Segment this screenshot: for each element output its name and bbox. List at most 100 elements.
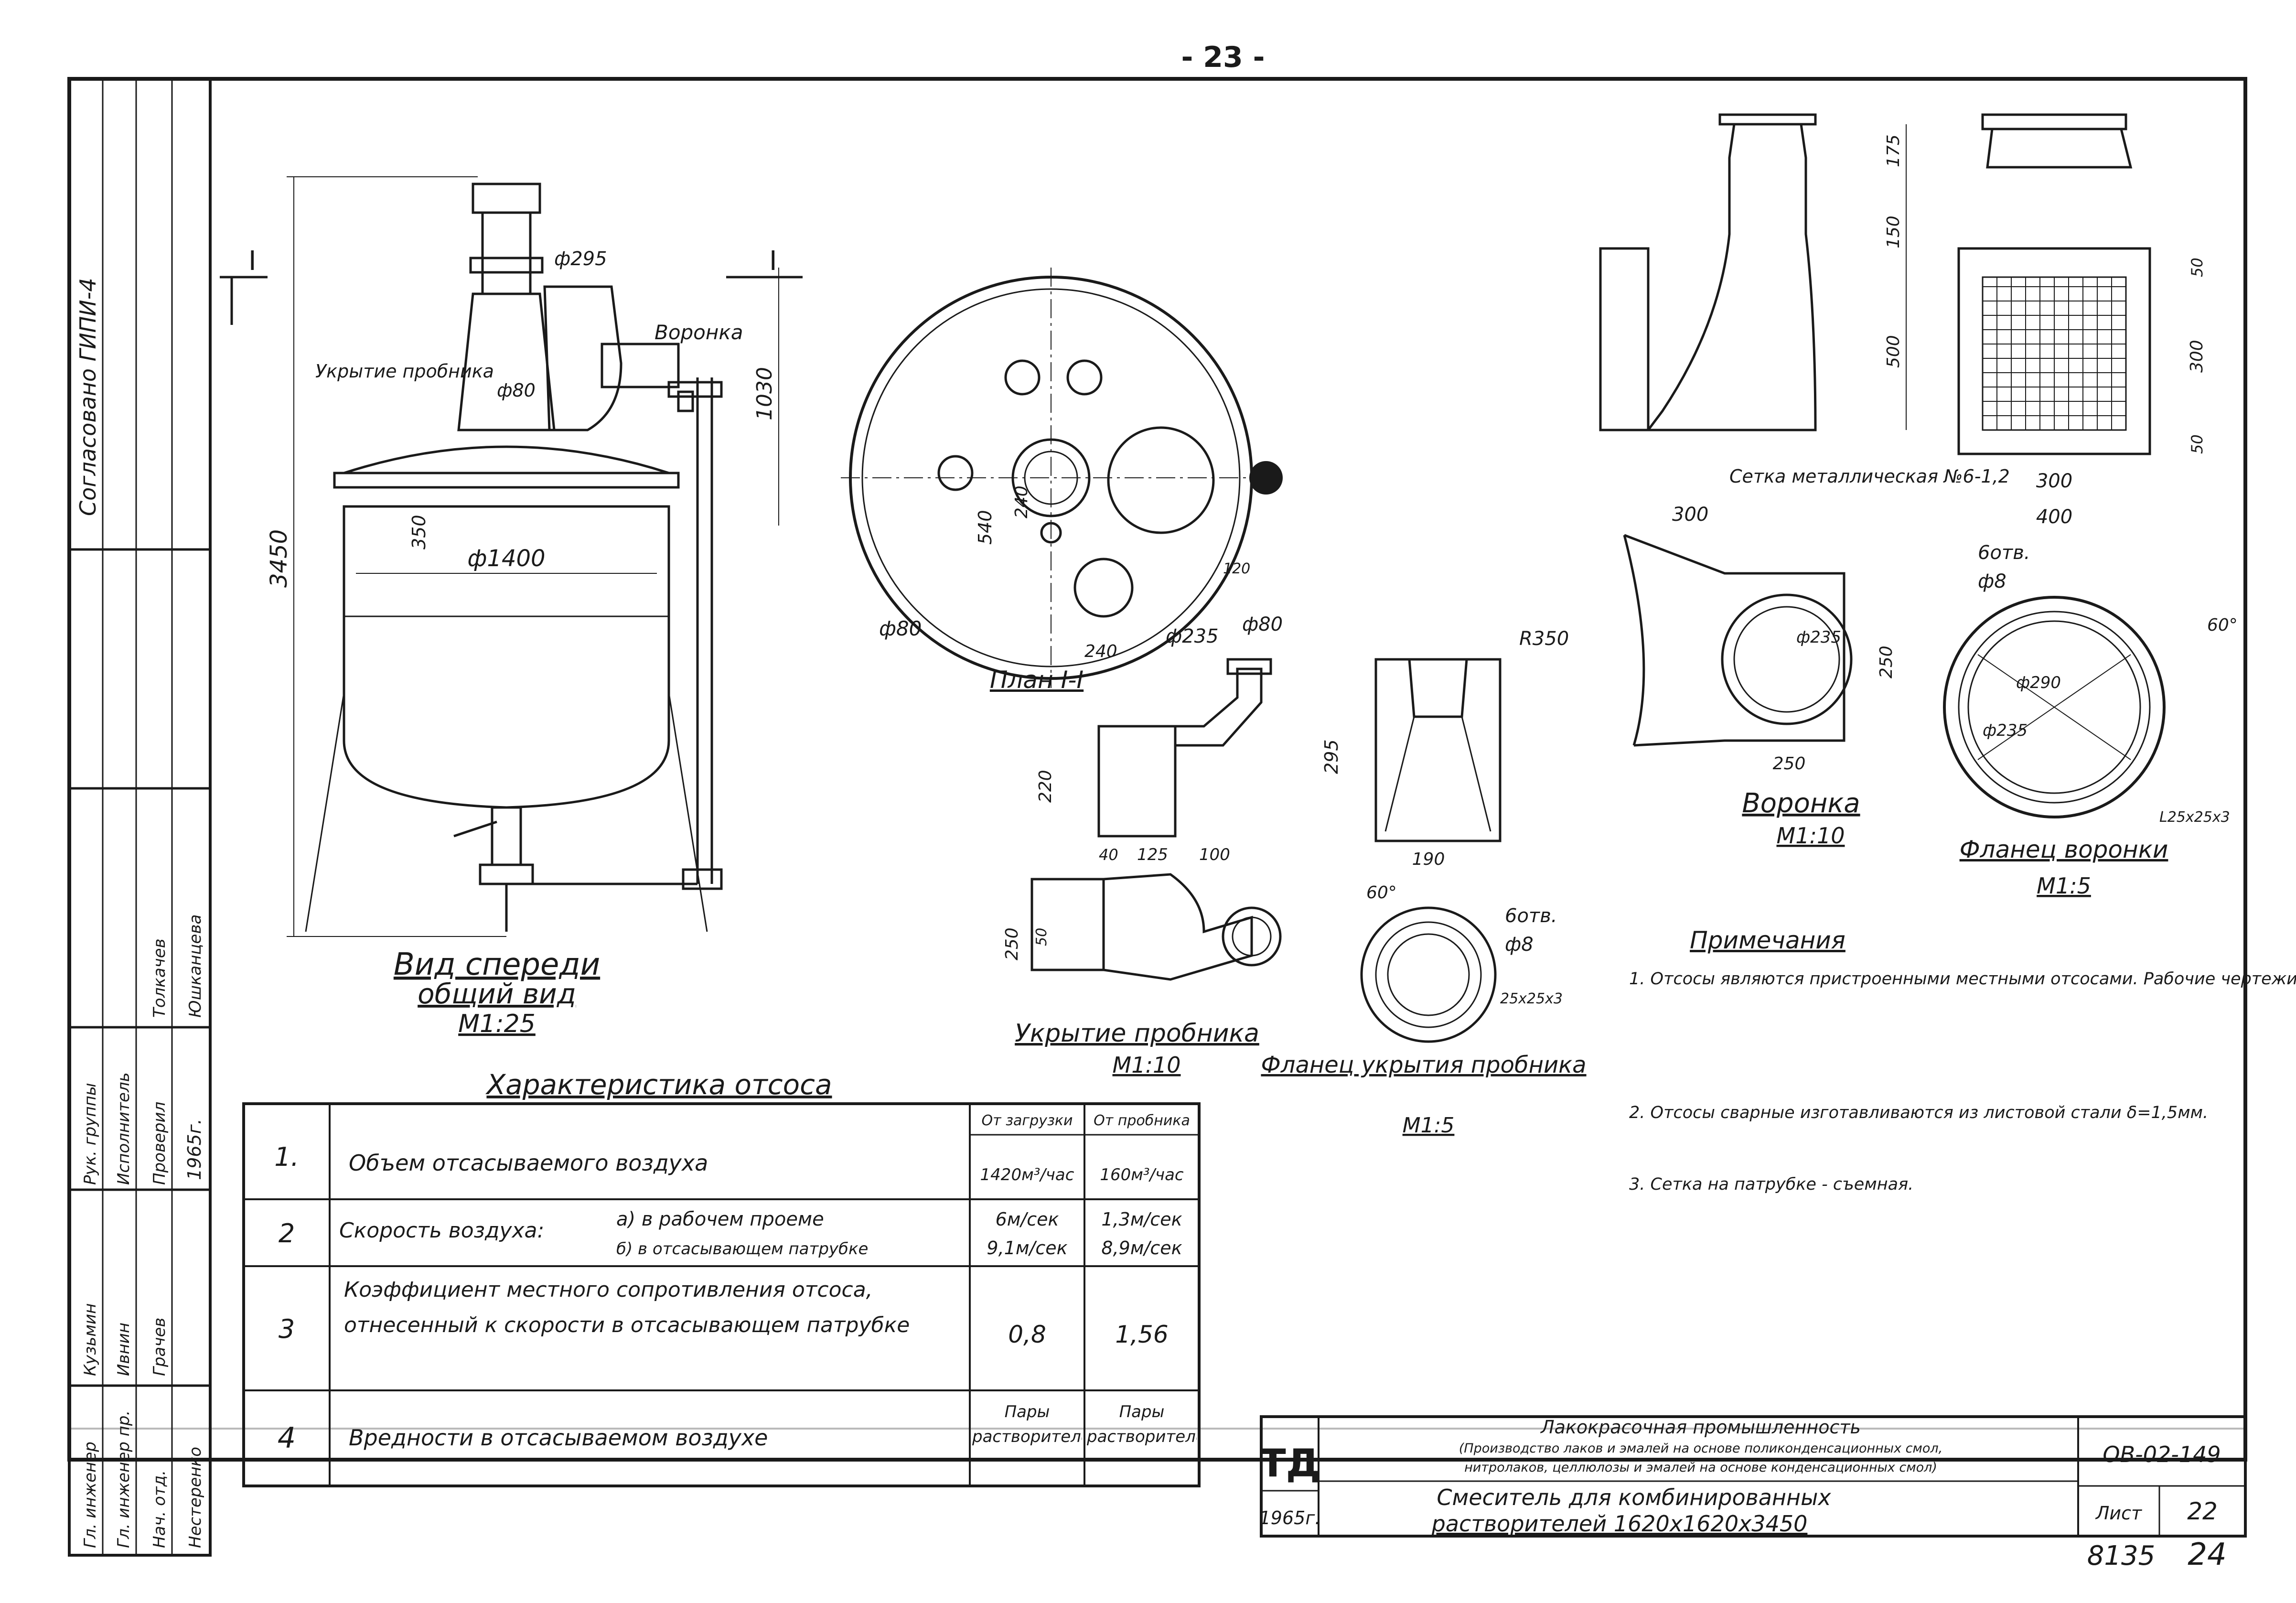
ffl-dim-d235: ф235 (1983, 721, 2028, 740)
front-view-subtitle: общий вид (418, 978, 576, 1010)
label-funnel: Воронка (654, 321, 743, 344)
dim-h3450: 3450 (266, 529, 292, 588)
front-view-scale: М1:25 (458, 1010, 536, 1038)
dim-d295-top: ф295 (554, 248, 607, 270)
plan-dim-d235: ф235 (1166, 625, 1219, 647)
table-row-2-num: 2 (279, 1218, 295, 1248)
fu-dim-300: 300 (1672, 504, 1708, 526)
plan-view-title: План I-I (990, 666, 1084, 694)
table-row-3-num: 3 (279, 1314, 295, 1344)
table-row-1-param: Объем отсасываемого воздуха (349, 1150, 708, 1176)
stamp-name-3: Ивнин (114, 1323, 133, 1376)
cover-flange-scale: М1:5 (1403, 1113, 1455, 1138)
table-row-2-load: 6м/сек (996, 1209, 1059, 1230)
fr-dim-50a: 50 (2188, 258, 2206, 277)
fl-angle: 25х25х3 (1500, 990, 1563, 1007)
stamp-row-1: Гл. инженер (81, 1442, 100, 1548)
dim-d1400: ф1400 (467, 545, 545, 572)
fl-dim-60: 60° (1366, 883, 1397, 903)
page-number: - 23 - (1181, 41, 1265, 74)
table-row-1-load: 1420м³/час (980, 1165, 1074, 1184)
plan-dim-240b: 240 (1084, 642, 1117, 661)
title-line3: нитролаков, целлюлозы и эмалей на основе… (1464, 1460, 1937, 1475)
fl-hole-d: ф8 (1505, 934, 1534, 956)
plan-dim-d80b: ф80 (1242, 613, 1283, 635)
fu-dim-d235: ф235 (1796, 628, 1841, 647)
stamp-name-5: Толкачев (150, 938, 169, 1018)
probe-cover-view: 220 40 125 100 250 50 (1002, 658, 1282, 981)
dim-h350: 350 (408, 515, 429, 549)
stamp-name-2: Кузьмин (81, 1303, 100, 1376)
dim-h1030: 1030 (752, 367, 777, 420)
table-row-4-probe: Пары растворителей (1087, 1402, 1197, 1446)
plan-dim-540: 540 (975, 510, 996, 545)
table-row-2-sub2: б) в отсасывающем патрубке (616, 1239, 868, 1259)
table-row-4-load: Пары растворителей (972, 1402, 1082, 1446)
ff-dim-500: 500 (1884, 335, 1903, 368)
fl-dim-190: 190 (1412, 850, 1445, 869)
cover-dim-125: 125 (1137, 845, 1168, 864)
stamp-row-5: Исполнитель (114, 1072, 133, 1185)
table-row-2-param: Скорость воздуха: (339, 1218, 544, 1243)
notes-block: Примечания 1. Отсосы являются пристроенн… (1629, 926, 2296, 1194)
funnel-outline (543, 285, 622, 431)
table-row-2-sub: а) в рабочем проеме (616, 1208, 824, 1230)
section-mark-left: I (248, 246, 257, 277)
funnel-flange-scale: М1:5 (2037, 873, 2091, 899)
ffl-dim-d290: ф290 (2016, 673, 2061, 692)
table-row-2-probe: 1,3м/сек (1101, 1209, 1182, 1230)
table-row-4-probe-box: Пары растворителей (1087, 1402, 1197, 1446)
table-row-3-probe: 1,56 (1115, 1321, 1168, 1348)
table-row-2-load2: 9,1м/сек (987, 1237, 1067, 1259)
fr-dim-300: 300 (2187, 340, 2207, 373)
ff-dim-150: 150 (1884, 215, 1903, 248)
title-line2: (Производство лаков и эмалей на основе п… (1459, 1441, 1942, 1456)
table-col-probe: От пробника (1094, 1112, 1190, 1129)
note-2: 2. Отсосы сварные изготавливаются из лис… (1629, 1103, 2208, 1122)
fr-dim-50b: 50 (2188, 434, 2206, 454)
section-mark-right: I (769, 246, 777, 277)
table-row-4-load-box: Пары растворителей (972, 1402, 1082, 1446)
stamp-year: 1965г. (184, 1119, 205, 1180)
note-3: 3. Сетка на патрубке - съемная. (1629, 1175, 1913, 1194)
ffl-hole-d: ф8 (1978, 570, 2006, 592)
title-block: ТД 1965г. Лакокрасочная промышленность (… (1259, 1415, 2247, 1538)
title-sheet: 22 (2187, 1497, 2218, 1525)
title-industry: Лакокрасочная промышленность (1540, 1417, 1861, 1438)
funnel-flange-title: Фланец воронки (1960, 836, 2168, 863)
fu-dim-250h: 250 (1877, 646, 1896, 678)
funnel-title: Воронка (1742, 788, 1860, 819)
label-probe-cover: Укрытие пробника (315, 361, 494, 382)
table-title: Характеристика отсоса (485, 1068, 832, 1101)
cover-dim-40: 40 (1099, 846, 1118, 864)
stamp-row-3: Нач. отд. (150, 1470, 169, 1548)
cover-dim-100: 100 (1199, 845, 1230, 864)
table-row-3-load: 0,8 (1008, 1321, 1046, 1348)
cover-flange-title: Фланец укрытия пробника (1261, 1052, 1586, 1078)
ffl-angle: L25х25х3 (2159, 809, 2230, 826)
title-code: ОВ-02-149 (2103, 1442, 2221, 1467)
plan-dim-240a: 240 (1012, 485, 1031, 518)
funnel-flange-view: 6отв. ф8 60° ф290 ф235 L25х25х3 (1943, 542, 2238, 826)
funnel-plan: 300 250 250 R350 ф235 (1519, 504, 1896, 774)
footer-right: 24 (2188, 1537, 2226, 1572)
footer-left: 8135 (2087, 1540, 2156, 1571)
probe-cover-title: Укрытие пробника (1015, 1019, 1259, 1048)
table-row-2-probe2: 8,9м/сек (1101, 1237, 1182, 1259)
plan-dim-d80: ф80 (879, 617, 922, 640)
plan-dim-120: 120 (1223, 560, 1250, 577)
cover-flange-view: 295 190 60° 6отв. ф8 25х25х3 (1321, 658, 1563, 1043)
stamp-name-6: Юшканцева (186, 914, 205, 1018)
table-row-3-param-box: Коэффициент местного сопротивления отсос… (344, 1278, 910, 1337)
funnel-scale: М1:10 (1777, 823, 1845, 849)
stamp-row-2: Гл. инженер пр. (114, 1410, 133, 1548)
fu-dim-250w: 250 (1773, 754, 1806, 774)
cover-dim-250: 250 (1002, 927, 1022, 960)
dim-d80-top: ф80 (497, 380, 536, 401)
fl-dim-295: 295 (1321, 739, 1342, 774)
stamp-approved: Согласовано ГИПИ-4 (75, 278, 101, 516)
label-mesh: Сетка металлическая №6-1,2 (1729, 466, 2010, 487)
cover-dim-50: 50 (1033, 928, 1050, 946)
front-view-title: Вид спереди (394, 947, 600, 982)
